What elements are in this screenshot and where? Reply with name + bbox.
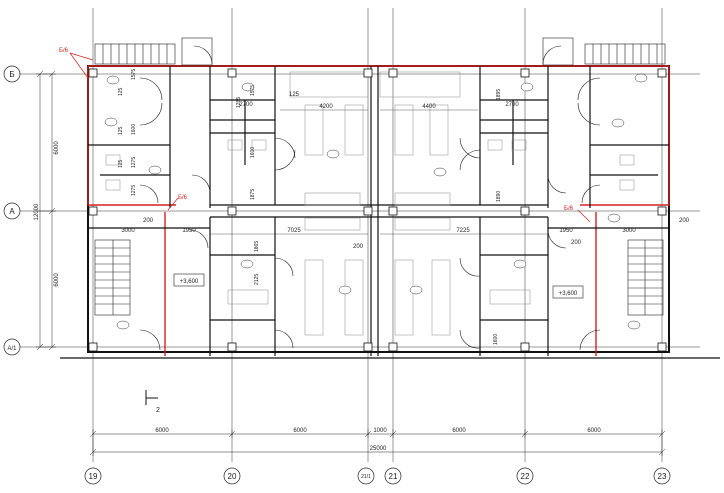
elevation-left-label: +3,600 bbox=[180, 279, 199, 285]
room-dimension-lines bbox=[210, 109, 548, 235]
dim-200-c: 200 bbox=[571, 240, 582, 246]
red-label-2: Б/6 bbox=[178, 195, 188, 201]
dim-7225: 7225 bbox=[456, 228, 470, 234]
dim-200-a: 200 bbox=[143, 218, 154, 224]
left-axis-markers bbox=[3, 65, 21, 356]
axis-label-19: 19 bbox=[89, 472, 98, 481]
grid-lines bbox=[20, 8, 700, 462]
red-label-3: Б/6 bbox=[564, 206, 574, 212]
small-dim-1: 125 bbox=[118, 87, 124, 96]
left-dim-chain bbox=[36, 70, 56, 351]
dim-1950-right: 1950 bbox=[559, 228, 573, 234]
room-tags bbox=[104, 73, 648, 330]
bottom-dim-seg-5: 6000 bbox=[587, 428, 601, 434]
dim-2700-left: 2700 bbox=[239, 102, 253, 108]
dim-3000-right: 3000 bbox=[622, 228, 636, 234]
dim-7025: 7025 bbox=[287, 228, 301, 234]
stair-left bbox=[94, 239, 131, 316]
small-dim-10: 1600 bbox=[250, 147, 256, 158]
section-mark bbox=[145, 390, 158, 405]
bottom-dim-seg-1: 6000 bbox=[155, 428, 169, 434]
axis-label-23: 23 bbox=[658, 472, 667, 481]
small-dim-3: 125 bbox=[118, 126, 124, 135]
roof-stair-left bbox=[94, 37, 213, 66]
left-dim-lower: 6000 bbox=[54, 273, 60, 287]
dim-3000-left: 3000 bbox=[121, 228, 135, 234]
bottom-dim-seg-3: 1000 bbox=[373, 428, 387, 434]
axis-label-21-1: 21/1 bbox=[361, 474, 371, 480]
furniture bbox=[105, 71, 635, 336]
small-dim-15: 1865 bbox=[254, 241, 260, 252]
axis-label-A1: А/1 bbox=[7, 346, 17, 352]
interior-walls bbox=[88, 66, 669, 356]
bottom-dim-total: 25000 bbox=[370, 446, 387, 452]
small-dim-2: 1575 bbox=[131, 69, 137, 80]
dim-200-b: 200 bbox=[353, 244, 364, 250]
doors bbox=[139, 77, 601, 351]
small-dim-13: 125 bbox=[289, 92, 300, 98]
columns bbox=[88, 68, 667, 352]
small-dim-5: 1275 bbox=[131, 157, 137, 168]
small-dim-7: 1275 bbox=[131, 185, 137, 196]
axis-label-B: Б bbox=[9, 70, 14, 79]
red-highlight-walls bbox=[87, 65, 670, 356]
small-dim-9: 1575 bbox=[250, 85, 256, 96]
left-dim-upper: 6000 bbox=[54, 141, 60, 155]
axis-label-22: 22 bbox=[521, 472, 530, 481]
stair-right bbox=[627, 239, 664, 316]
small-dim-17: 1600 bbox=[493, 334, 499, 345]
roof-stair-right bbox=[542, 37, 666, 66]
small-dim-16: 2125 bbox=[254, 274, 260, 285]
red-label-1: Б/6 bbox=[59, 48, 69, 54]
bottom-dim-chain bbox=[89, 429, 666, 456]
elevation-boxes bbox=[173, 273, 584, 299]
small-dim-14: 1890 bbox=[496, 191, 502, 202]
dim-4200: 4200 bbox=[319, 104, 333, 110]
elevation-right-label: +3,600 bbox=[559, 291, 578, 297]
dim-4400: 4400 bbox=[422, 104, 436, 110]
bottom-dim-seg-4: 6000 bbox=[452, 428, 466, 434]
red-callouts bbox=[69, 52, 591, 223]
left-dim-total: 12000 bbox=[34, 203, 40, 220]
dim-1950-left: 1950 bbox=[182, 228, 196, 234]
axis-label-21: 21 bbox=[389, 472, 398, 481]
small-dim-11: 1875 bbox=[250, 189, 256, 200]
dim-200-d: 200 bbox=[679, 218, 690, 224]
small-dim-6: 125 bbox=[118, 159, 124, 168]
small-dim-4: 1600 bbox=[131, 124, 137, 135]
bottom-axis-markers bbox=[84, 467, 671, 485]
small-dim-8: 1285 bbox=[236, 97, 242, 108]
dim-2700-right: 2700 bbox=[505, 102, 519, 108]
axis-label-A: А bbox=[9, 207, 15, 216]
small-dim-12: 1895 bbox=[496, 89, 502, 100]
bottom-dim-seg-2: 6000 bbox=[293, 428, 307, 434]
axis-label-20: 20 bbox=[228, 472, 237, 481]
section-mark-label: 2 bbox=[156, 407, 160, 414]
